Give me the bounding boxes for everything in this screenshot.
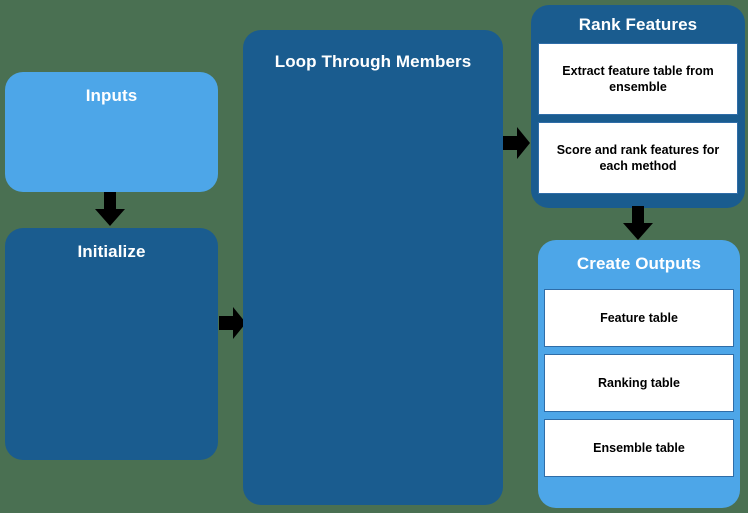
node-rank-features[interactable]: Rank Features Extract feature table from…	[531, 5, 745, 208]
arrow-rank-features-to-create-outputs	[620, 206, 656, 242]
create-outputs-item-2[interactable]: Ranking table	[544, 354, 734, 412]
arrow-initialize-to-loop	[219, 305, 247, 341]
arrow-loop-to-rank-features	[503, 125, 531, 161]
rank-features-step-1-label: Extract feature table from ensemble	[562, 63, 714, 94]
rank-features-step-2[interactable]: Score and rank features for each method	[538, 122, 738, 194]
node-create-outputs-title: Create Outputs	[576, 254, 702, 273]
node-loop-through-members-title: Loop Through Members	[274, 52, 472, 71]
node-initialize[interactable]: Initialize	[5, 228, 218, 460]
node-loop-through-members[interactable]: Loop Through Members	[243, 30, 503, 505]
node-initialize-title: Initialize	[77, 242, 146, 261]
node-create-outputs[interactable]: Create Outputs Feature table Ranking tab…	[538, 240, 740, 508]
create-outputs-item-1-label: Feature table	[600, 310, 678, 325]
create-outputs-item-3[interactable]: Ensemble table	[544, 419, 734, 477]
create-outputs-item-2-label: Ranking table	[598, 375, 680, 390]
create-outputs-item-3-label: Ensemble table	[593, 440, 685, 455]
node-inputs-title: Inputs	[85, 86, 138, 105]
rank-features-step-1[interactable]: Extract feature table from ensemble	[538, 43, 738, 115]
create-outputs-item-1[interactable]: Feature table	[544, 289, 734, 347]
rank-features-step-2-label: Score and rank features for each method	[556, 142, 720, 173]
node-rank-features-title: Rank Features	[578, 15, 698, 34]
node-inputs[interactable]: Inputs	[5, 72, 218, 192]
arrow-inputs-to-initialize	[92, 192, 128, 228]
